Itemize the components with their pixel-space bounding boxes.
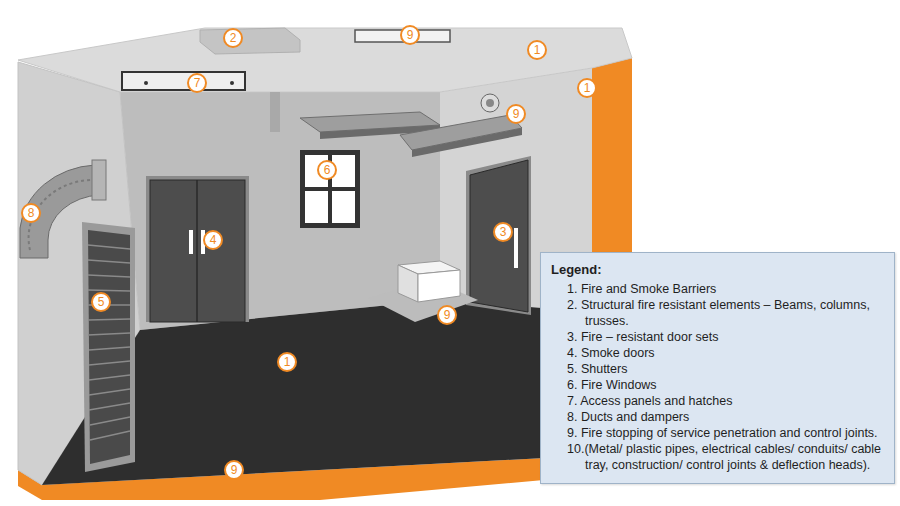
beam bbox=[200, 28, 300, 54]
damper-flange bbox=[92, 160, 106, 200]
callout-number: 3 bbox=[493, 222, 513, 242]
legend-entry: 10.(Metal/ plastic pipes, electrical cab… bbox=[567, 441, 884, 473]
callout-number: 9 bbox=[400, 25, 420, 45]
left-wall bbox=[18, 62, 140, 485]
callout-number: 4 bbox=[203, 230, 223, 250]
curved-duct bbox=[20, 165, 100, 258]
legend-entry: 5. Shutters bbox=[567, 361, 884, 377]
callout-number: 9 bbox=[224, 460, 244, 480]
smoke-door bbox=[150, 180, 245, 322]
pipe-bore bbox=[486, 99, 494, 107]
callout-number: 7 bbox=[187, 73, 207, 93]
callout-number: 2 bbox=[223, 28, 243, 48]
callout-number: 9 bbox=[437, 305, 457, 325]
door-handle bbox=[189, 230, 193, 254]
legend-entry: 4. Smoke doors bbox=[567, 345, 884, 361]
shutter-slats bbox=[88, 245, 130, 440]
legend-entry: 8. Ducts and dampers bbox=[567, 409, 884, 425]
fire-door bbox=[470, 160, 528, 312]
shutter-frame bbox=[82, 222, 135, 472]
shutter bbox=[88, 230, 130, 464]
legend-entry: 7. Access panels and hatches bbox=[567, 393, 884, 409]
legend-title: Legend: bbox=[551, 261, 884, 278]
callout-number: 1 bbox=[527, 40, 547, 60]
window-pane bbox=[332, 191, 355, 223]
legend-entry: 1. Fire and Smoke Barriers bbox=[567, 281, 884, 297]
door-frame bbox=[146, 176, 249, 322]
legend-entry: 6. Fire Windows bbox=[567, 377, 884, 393]
door-handle bbox=[514, 228, 518, 268]
legend-entry: 3. Fire – resistant door sets bbox=[567, 329, 884, 345]
roof-slab bbox=[18, 28, 632, 92]
legend-entry: 2. Structural fire resistant elements – … bbox=[567, 297, 884, 329]
access-hatch bbox=[122, 72, 245, 90]
callout-number: 1 bbox=[577, 78, 597, 98]
window-pane bbox=[305, 191, 328, 223]
door-frame bbox=[466, 156, 531, 315]
hatch-dot bbox=[230, 81, 234, 85]
legend-box: Legend: 1. Fire and Smoke Barriers2. Stru… bbox=[540, 252, 895, 484]
vertical-duct bbox=[270, 92, 280, 132]
callout-number: 6 bbox=[317, 160, 337, 180]
callout-number: 9 bbox=[506, 104, 526, 124]
callout-number: 8 bbox=[21, 203, 41, 223]
window-frame bbox=[300, 150, 360, 228]
legend-entry: 9. Fire stopping of service penetration … bbox=[567, 425, 884, 441]
pipe bbox=[481, 94, 499, 112]
floor-box-side bbox=[418, 270, 460, 302]
floor-box-front bbox=[398, 265, 418, 302]
callout-number: 1 bbox=[277, 352, 297, 372]
hatch-dot bbox=[144, 81, 148, 85]
door-split bbox=[196, 180, 198, 322]
duct-side bbox=[412, 128, 522, 157]
callout-number: 5 bbox=[91, 292, 111, 312]
